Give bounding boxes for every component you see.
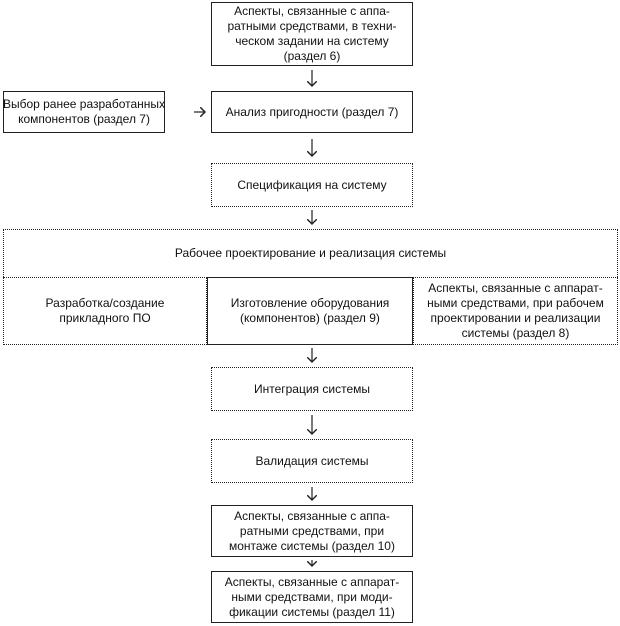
box-text-line: Валидация системы xyxy=(255,453,369,468)
box-text-line: прикладного ПО xyxy=(59,311,151,325)
box-hw-aspects-installation: Аспекты, связанные с аппа- ратными средс… xyxy=(211,505,413,557)
box-text-line: Рабочее проектирование и реализация сист… xyxy=(174,246,447,260)
box-text-line: проектировании и реализации xyxy=(430,311,601,325)
box-text-line: (компонентов) (раздел 9) xyxy=(240,311,380,325)
box-text-line: ными средствами, при рабочем xyxy=(427,296,604,310)
box-hw-aspects-modification: Аспекты, связанные с аппарат- ными средс… xyxy=(211,571,413,623)
box-system-specification: Спецификация на систему xyxy=(211,163,413,207)
box-text-line: монтаже системы (раздел 10) xyxy=(229,538,395,553)
box-text-line: Аспекты, связанные с аппарат- xyxy=(428,281,603,295)
box-text-line: Интеграция системы xyxy=(253,381,371,396)
box-text-line: компонентов (раздел 7) xyxy=(18,112,150,126)
box-system-validation: Валидация системы xyxy=(211,439,413,483)
box-software-development: Разработка/создание прикладного ПО xyxy=(3,277,207,345)
box-text-line: ратными средствами, при xyxy=(239,523,385,538)
box-text-line: Аспекты, связанные с аппа- xyxy=(234,4,390,18)
box-select-components: Выбор ранее разработанных компонентов (р… xyxy=(3,91,165,133)
box-suitability-analysis: Анализ пригодности (раздел 7) xyxy=(211,91,413,133)
box-text-line: ческом задании на систему xyxy=(235,34,389,48)
box-text-line: Аспекты, связанные с аппа- xyxy=(234,508,390,523)
box-text-line: ратными средствами, в техни- xyxy=(227,19,397,33)
box-hardware-manufacturing: Изготовление оборудования (компонентов) … xyxy=(207,277,413,345)
box-text-line: Выбор ранее разработанных xyxy=(2,97,166,111)
box-text-line: Аспекты, связанные с аппарат- xyxy=(224,574,400,589)
box-text-line: Анализ пригодности (раздел 7) xyxy=(225,104,399,119)
box-design-implementation: Рабочее проектирование и реализация сист… xyxy=(3,229,618,277)
box-hw-aspects-spec: Аспекты, связанные с аппа- ратными средс… xyxy=(211,2,413,66)
box-text-line: (раздел 6) xyxy=(283,49,341,63)
box-text-line: Изготовление оборудования xyxy=(230,296,390,310)
box-system-integration: Интеграция системы xyxy=(211,367,413,411)
box-text-line: системы (раздел 8) xyxy=(461,326,570,340)
box-text-line: ными средствами, при моди- xyxy=(231,589,393,604)
box-text-line: Спецификация на систему xyxy=(237,177,387,192)
box-text-line: Разработка/создание xyxy=(45,296,165,310)
box-hw-aspects-design: Аспекты, связанные с аппарат- ными средс… xyxy=(413,277,618,345)
box-text-line: фикации системы (раздел 11) xyxy=(229,604,395,619)
